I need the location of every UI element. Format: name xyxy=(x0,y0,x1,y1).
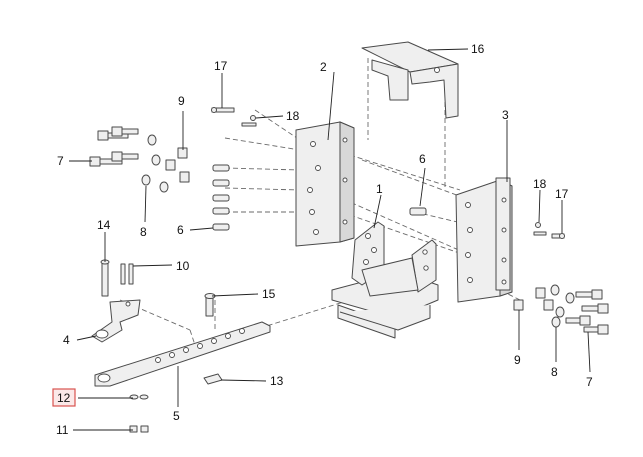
callout-15[interactable]: 15 xyxy=(262,287,276,301)
callout-6-right[interactable]: 6 xyxy=(419,152,426,166)
leader-lines xyxy=(69,48,591,431)
part-17-pin-right xyxy=(551,233,565,239)
part-5-drawbar xyxy=(94,321,271,387)
part-9-nuts-right xyxy=(513,287,554,311)
part-7-bolts-right xyxy=(565,289,609,335)
callout-10[interactable]: 10 xyxy=(176,259,190,273)
part-9-nuts-left xyxy=(165,147,190,183)
part-4-clevis xyxy=(91,299,141,343)
part-2-left-side-plate xyxy=(295,121,355,247)
selected-callout-highlight xyxy=(52,388,76,407)
callout-labels: 1 2 3 10 4 5 6 6 7 7 8 8 9 9 10 11 12 13… xyxy=(52,42,593,437)
callout-7-right[interactable]: 7 xyxy=(586,375,593,389)
callout-12[interactable]: 12 xyxy=(57,391,71,405)
callout-9-left[interactable]: 9 xyxy=(178,94,185,108)
part-18-clip-right xyxy=(533,222,547,236)
callout-16[interactable]: 16 xyxy=(471,42,485,56)
callout-18-right[interactable]: 18 xyxy=(533,177,547,191)
callout-17-left[interactable]: 17 xyxy=(214,59,228,73)
part-6-bushings-left xyxy=(212,164,230,231)
callout-8-left[interactable]: 8 xyxy=(140,225,147,239)
part-12-washers xyxy=(129,394,149,400)
part-10-pins xyxy=(120,263,134,285)
callout-4-label[interactable]: 4 xyxy=(63,333,70,347)
part-8-washers-left xyxy=(141,134,169,193)
callout-5[interactable]: 5 xyxy=(173,409,180,423)
part-14-pin xyxy=(100,259,110,297)
callout-2[interactable]: 2 xyxy=(320,60,327,74)
callout-14[interactable]: 14 xyxy=(97,218,111,232)
callout-17-right[interactable]: 17 xyxy=(555,187,569,201)
part-8-washers-right xyxy=(550,284,575,328)
part-15-pin xyxy=(204,293,216,317)
part-16-top-guide-plate xyxy=(361,41,459,119)
callout-7-left[interactable]: 7 xyxy=(57,154,64,168)
part-13-clip xyxy=(203,373,223,385)
callout-11[interactable]: 11 xyxy=(56,423,69,437)
part-17-pin-left xyxy=(211,107,235,113)
part-7-bolts-left xyxy=(89,126,139,167)
callout-6-left[interactable]: 6 xyxy=(177,223,184,237)
part-3-right-side-plate xyxy=(455,177,513,303)
callout-1[interactable]: 1 xyxy=(376,182,383,196)
callout-13[interactable]: 13 xyxy=(270,374,284,388)
part-6-bushing-right xyxy=(409,207,427,216)
callout-8-right[interactable]: 8 xyxy=(551,365,558,379)
callout-9-right[interactable]: 9 xyxy=(514,353,521,367)
callout-3[interactable]: 3 xyxy=(502,108,509,122)
callout-18-left[interactable]: 18 xyxy=(286,109,300,123)
part-1-hitch-block xyxy=(331,221,439,339)
part-18-clip-left xyxy=(241,115,257,127)
part-11-nuts xyxy=(129,425,149,433)
